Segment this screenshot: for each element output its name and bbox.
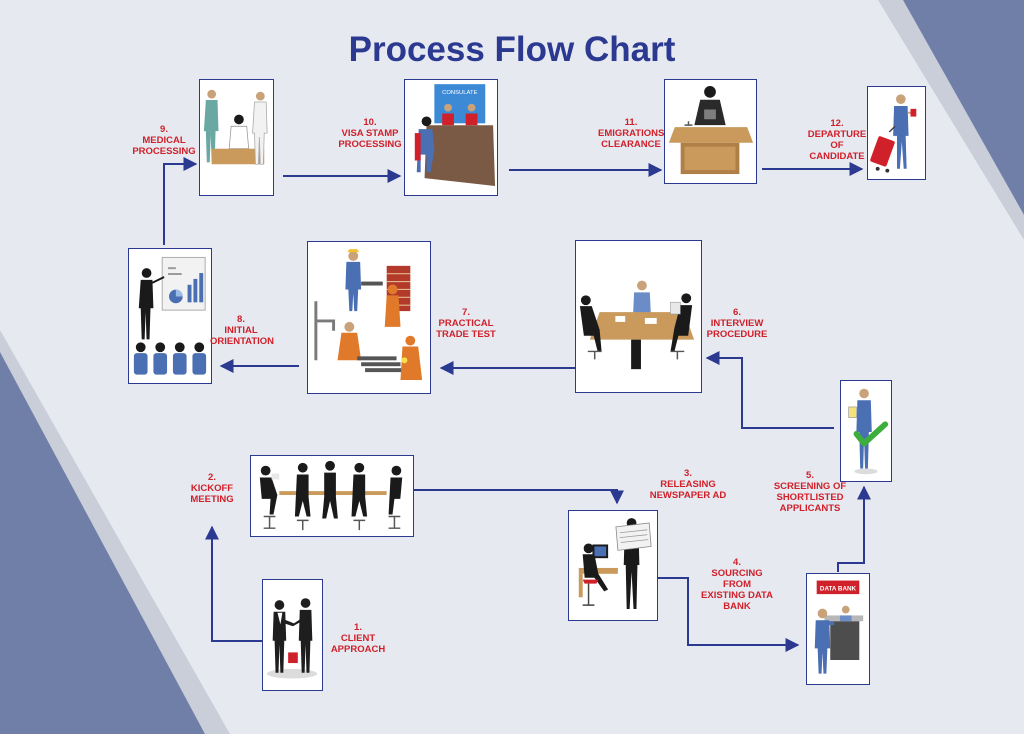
step-4-line: SOURCING FROM	[711, 568, 763, 590]
step-8-image	[128, 248, 212, 384]
step-1-line: CLIENT	[340, 633, 376, 644]
step-7-line: TRADE TEST	[436, 329, 496, 340]
step-6-line: PROCEDURE	[706, 329, 768, 340]
step-6-line: 6.	[733, 307, 741, 318]
step-5-line: SCREENING OF	[773, 481, 847, 492]
step-7-line: 7.	[462, 307, 470, 318]
corner-band-top-dark	[903, 0, 1024, 215]
step-8-line: ORIENTATION	[210, 336, 275, 347]
step-10-line: PROCESSING	[338, 139, 402, 150]
step-2-label: 2. KICKOFF MEETING	[184, 472, 240, 505]
corner-band-bottom-light	[0, 330, 230, 734]
step-8-line: 8.	[237, 314, 245, 325]
step-5-line: SHORTLISTED	[776, 492, 844, 503]
step-6-label: 6. INTERVIEW PROCEDURE	[706, 307, 768, 340]
step-3-image	[568, 510, 658, 621]
corner-band-bottom-dark	[0, 352, 205, 734]
step-9-line: PROCESSING	[132, 146, 196, 157]
arrow-8-to-9	[163, 157, 198, 245]
step-9-label: 9. MEDICAL PROCESSING	[132, 124, 196, 157]
step-12-image	[867, 86, 926, 180]
step-4-image: DATA BANK	[806, 573, 870, 685]
step-12-line: 12.	[830, 118, 844, 129]
step-9-line: 9.	[160, 124, 168, 135]
step-2-line: KICKOFF	[190, 483, 234, 494]
step-9-line: MEDICAL	[142, 135, 186, 146]
step-7-line: PRACTICAL	[438, 318, 494, 329]
step-3-line: RELEASING	[660, 479, 716, 490]
step-10-line: 10.	[363, 117, 377, 128]
step-5-label: 5. SCREENING OF SHORTLISTED APPLICANTS	[772, 470, 848, 514]
step-11-image	[664, 79, 757, 184]
step-1-image	[262, 579, 323, 691]
step-2-line: 2.	[208, 472, 216, 483]
step-3-label: 3. RELEASING NEWSPAPER AD	[648, 468, 728, 501]
step-4-line: BANK	[723, 601, 751, 612]
arrow-1-to-2	[205, 525, 262, 642]
step-9-image	[199, 79, 274, 196]
step-3-line: 3.	[684, 468, 692, 479]
step-7-label: 7. PRACTICAL TRADE TEST	[436, 307, 496, 340]
step-5-image	[840, 380, 892, 482]
arrow-3-to-4	[658, 577, 800, 652]
sign-consulate: CONSULATE	[442, 90, 477, 96]
step-12-line: DEPARTURE OF	[807, 129, 867, 151]
step-10-line: VISA STAMP	[341, 128, 399, 139]
step-4-line: EXISTING DATA	[701, 590, 773, 601]
step-11-line: EMIGRATIONS	[598, 128, 665, 139]
step-5-line: 5.	[806, 470, 814, 481]
step-2-line: MEETING	[190, 494, 234, 505]
arrow-4-to-5	[837, 485, 871, 572]
arrow-5-to-6	[705, 351, 834, 429]
step-2-image	[250, 455, 414, 537]
step-5-line: APPLICANTS	[779, 503, 841, 514]
corner-band-top-light	[878, 0, 1024, 240]
sign-data-bank: DATA BANK	[820, 585, 857, 592]
step-10-label: 10. VISA STAMP PROCESSING	[336, 117, 404, 150]
arrow-2-to-3	[414, 489, 624, 505]
step-4-line: 4.	[733, 557, 741, 568]
step-6-line: INTERVIEW	[710, 318, 764, 329]
step-10-image: CONSULATE	[404, 79, 498, 196]
step-12-label: 12. DEPARTURE OF CANDIDATE	[802, 118, 872, 162]
step-4-label: 4. SOURCING FROM EXISTING DATA BANK	[700, 557, 774, 612]
step-11-label: 11. EMIGRATIONS CLEARANCE	[598, 117, 664, 150]
step-3-line: NEWSPAPER AD	[649, 490, 727, 501]
step-11-line: CLEARANCE	[601, 139, 661, 150]
page-title: Process Flow Chart	[348, 30, 676, 69]
step-11-line: 11.	[624, 117, 638, 128]
step-1-label: 1. CLIENT APPROACH	[328, 622, 388, 655]
step-12-line: CANDIDATE	[809, 151, 865, 162]
step-1-line: APPROACH	[330, 644, 386, 655]
step-8-label: 8. INITIAL ORIENTATION	[210, 314, 275, 347]
step-7-image	[307, 241, 431, 394]
step-6-image	[575, 240, 702, 393]
step-8-line: INITIAL	[224, 325, 258, 336]
step-1-line: 1.	[354, 622, 362, 633]
